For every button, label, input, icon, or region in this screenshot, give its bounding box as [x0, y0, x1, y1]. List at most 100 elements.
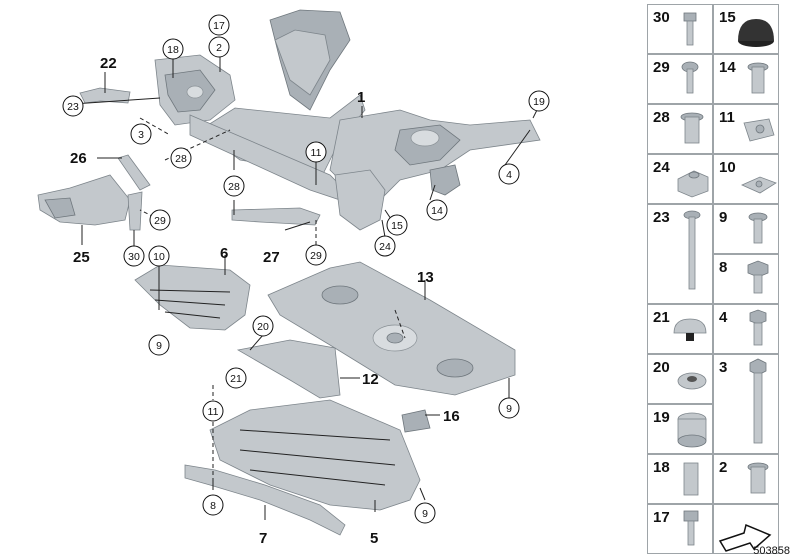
callout-21: 21: [225, 367, 247, 389]
clip-nut-icon: [741, 176, 777, 194]
plate-part-12: [236, 339, 341, 399]
svg-text:21: 21: [230, 373, 242, 385]
callout-29-b: 29: [305, 244, 327, 266]
svg-text:11: 11: [311, 147, 322, 159]
callout-14: 14: [426, 199, 448, 221]
callout-18: 18: [162, 38, 184, 60]
flange-bolt-icon: [749, 309, 767, 346]
strut-part-26: [117, 154, 151, 231]
rail-part-27: [231, 207, 321, 226]
callout-11-b: 11: [202, 400, 224, 422]
label-5: 5: [370, 530, 378, 547]
legend-cell-2: 2: [713, 454, 779, 504]
svg-text:29: 29: [310, 250, 322, 262]
callout-9-c: 9: [414, 502, 436, 524]
label-7: 7: [259, 530, 267, 547]
legend-cell-10: 10: [713, 154, 779, 204]
socket-screw-icon: [683, 510, 699, 546]
arrow-icon: [718, 523, 772, 552]
rivet-nut-icon: [747, 62, 769, 94]
svg-text:9: 9: [156, 340, 162, 352]
svg-text:4: 4: [506, 169, 512, 181]
reference-number: 503858: [753, 545, 790, 557]
square-nut-icon: [677, 170, 709, 198]
svg-text:3: 3: [138, 129, 144, 141]
legend-cell-14: 14: [713, 54, 779, 104]
screw-icon: [681, 61, 699, 94]
label-16: 16: [443, 408, 460, 425]
legend-cell-23: 23: [647, 204, 713, 304]
svg-text:23: 23: [67, 101, 79, 113]
callout-3: 3: [130, 123, 152, 145]
legend-cell-28: 28: [647, 104, 713, 154]
callout-17: 17: [208, 14, 230, 36]
long-bolt-icon: [683, 210, 701, 290]
shield-part-6: [134, 264, 251, 331]
insert-nut-icon: [747, 462, 769, 494]
callout-8: 8: [202, 494, 224, 516]
legend-cell-9: 9: [713, 204, 779, 254]
legend-cell-8: 8: [713, 254, 779, 304]
label-22: 22: [100, 55, 117, 72]
callout-4: 4: [498, 163, 520, 185]
callout-9-a: 9: [148, 334, 170, 356]
svg-text:8: 8: [210, 500, 216, 512]
thread-insert-icon: [677, 412, 707, 448]
callout-23: 23: [62, 95, 84, 117]
svg-text:2: 2: [216, 42, 222, 54]
legend-cell-3: 3: [713, 354, 779, 454]
shield-part-5: [209, 399, 421, 511]
svg-text:10: 10: [153, 251, 165, 263]
threaded-sleeve-icon: [683, 462, 699, 496]
callout-15: 15: [386, 214, 408, 236]
legend-cell-20: 20: [647, 354, 713, 404]
svg-text:28: 28: [228, 181, 240, 193]
legend-cell-11: 11: [713, 104, 779, 154]
svg-text:24: 24: [379, 241, 391, 253]
washer-icon: [677, 372, 707, 390]
label-27: 27: [263, 249, 280, 266]
label-6: 6: [220, 245, 228, 262]
callout-11-a: 11: [305, 141, 327, 163]
disc-part-16: [401, 409, 431, 433]
callout-28-b: 28: [223, 175, 245, 197]
parts-diagram: 1 22 26 25 27 6 13 12 16 7 5 17 2 18 23 …: [37, 9, 550, 547]
label-25: 25: [73, 249, 90, 266]
label-1: 1: [357, 89, 365, 106]
hex-bolt-icon: [747, 260, 769, 294]
plug-icon: [673, 318, 707, 341]
svg-text:29: 29: [154, 215, 166, 227]
callout-24: 24: [374, 235, 396, 257]
legend-cell-17: 17: [647, 504, 713, 554]
svg-text:18: 18: [167, 44, 179, 56]
legend-cell-4: 4: [713, 304, 779, 354]
legend-cell-15: 15: [713, 4, 779, 54]
legend-cell-19: 19: [647, 404, 713, 454]
bracket-part-25: [37, 174, 131, 226]
axle-bolt-icon: [749, 358, 767, 444]
svg-text:30: 30: [128, 251, 140, 263]
rubber-cap-icon: [738, 19, 774, 47]
parts-legend: 30 15 29 14 28 11 24 10 23 9 8: [647, 4, 779, 554]
legend-cell-18: 18: [647, 454, 713, 504]
bolt-icon: [683, 12, 697, 46]
collar-screw-icon: [748, 212, 768, 244]
callout-28-a: 28: [170, 147, 192, 169]
legend-cell-29: 29: [647, 54, 713, 104]
svg-text:19: 19: [533, 96, 545, 108]
callout-20: 20: [252, 315, 274, 337]
svg-text:15: 15: [391, 220, 403, 232]
sleeve-icon: [680, 112, 704, 144]
legend-cell-21: 21: [647, 304, 713, 354]
underbody-panel-part-13: [267, 261, 516, 396]
svg-text:20: 20: [257, 321, 269, 333]
leader-lines: [72, 57, 538, 520]
label-12: 12: [362, 371, 379, 388]
callout-10: 10: [148, 245, 170, 267]
callout-30: 30: [123, 245, 145, 267]
legend-cell-24: 24: [647, 154, 713, 204]
callout-29-a: 29: [149, 209, 171, 231]
bar-part-7: [184, 464, 346, 536]
legend-cell-30: 30: [647, 4, 713, 54]
cage-nut-icon: [743, 118, 775, 142]
